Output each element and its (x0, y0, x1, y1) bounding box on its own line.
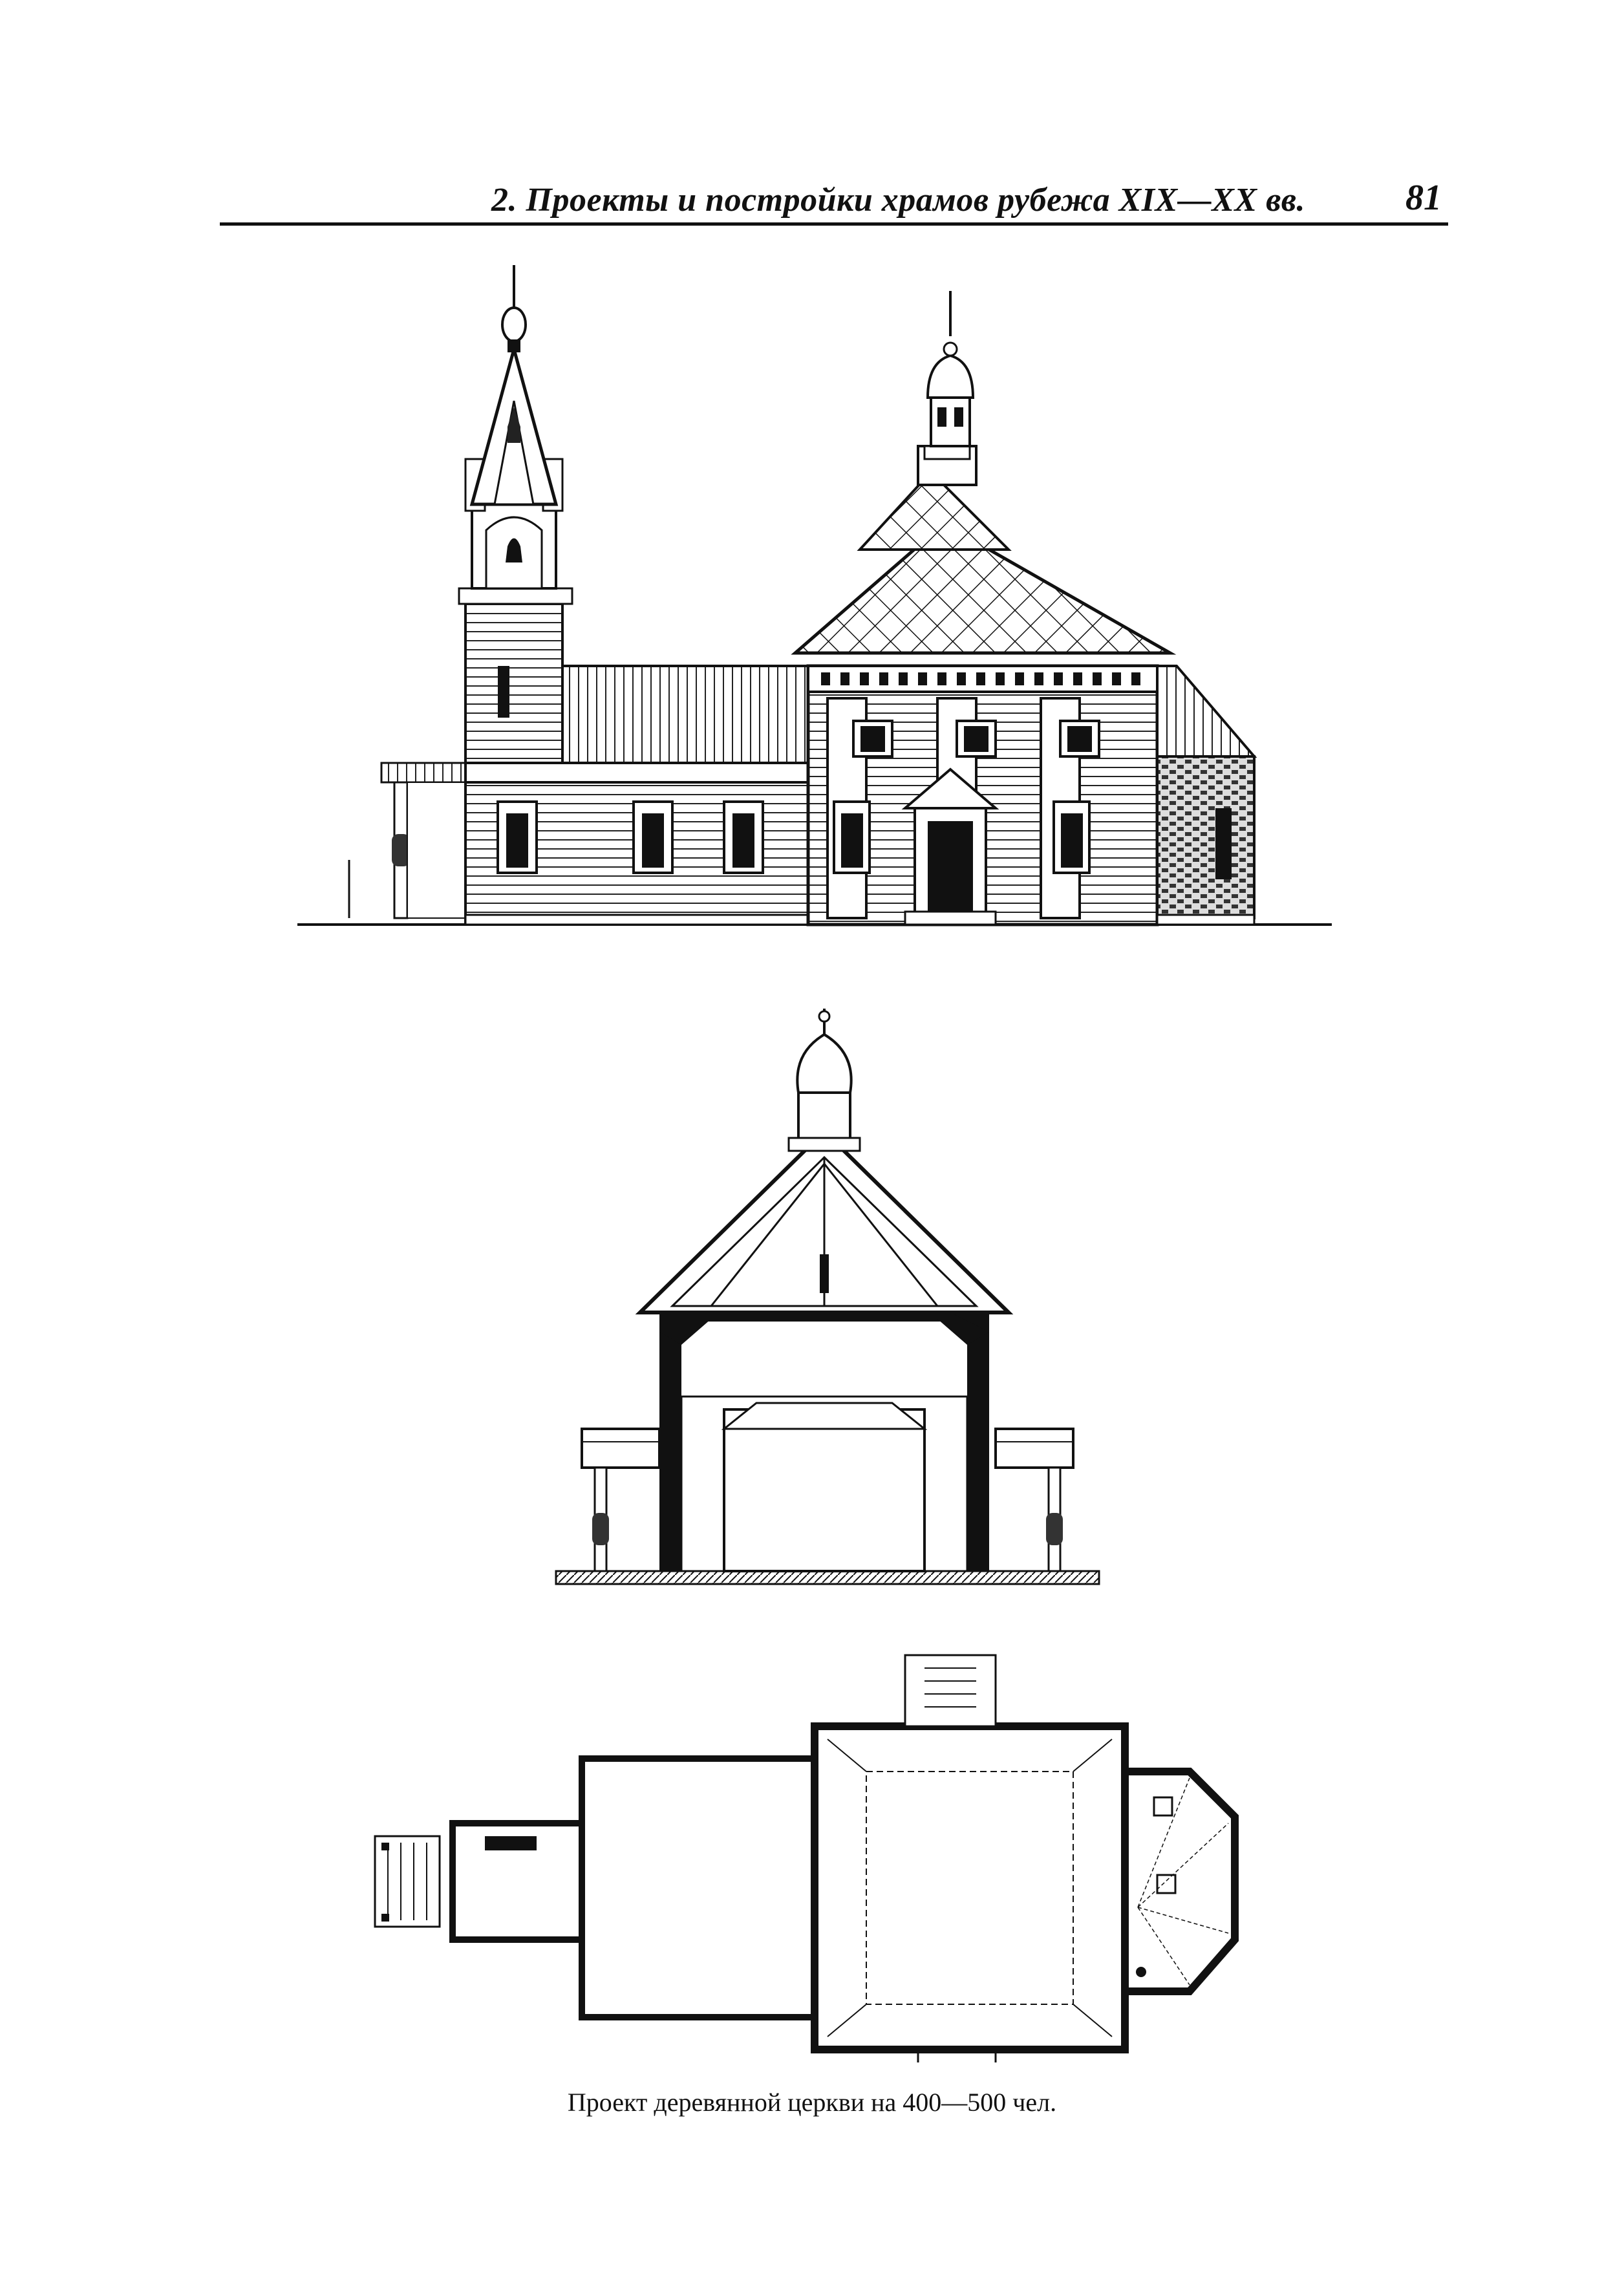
church-cross-section (555, 1009, 1100, 1585)
page-number: 81 (1405, 178, 1442, 218)
header-title: 2. Проекты и постройки храмов рубежа XIX… (491, 182, 1306, 219)
church-floor-plan (374, 1654, 1239, 2062)
church-side-elevation (297, 265, 1332, 926)
figure-caption: Проект деревянной церкви на 400—500 чел. (567, 2088, 1057, 2117)
header-rule (220, 222, 1448, 226)
page-header: 2. Проекты и постройки храмов рубежа XIX… (220, 168, 1448, 233)
